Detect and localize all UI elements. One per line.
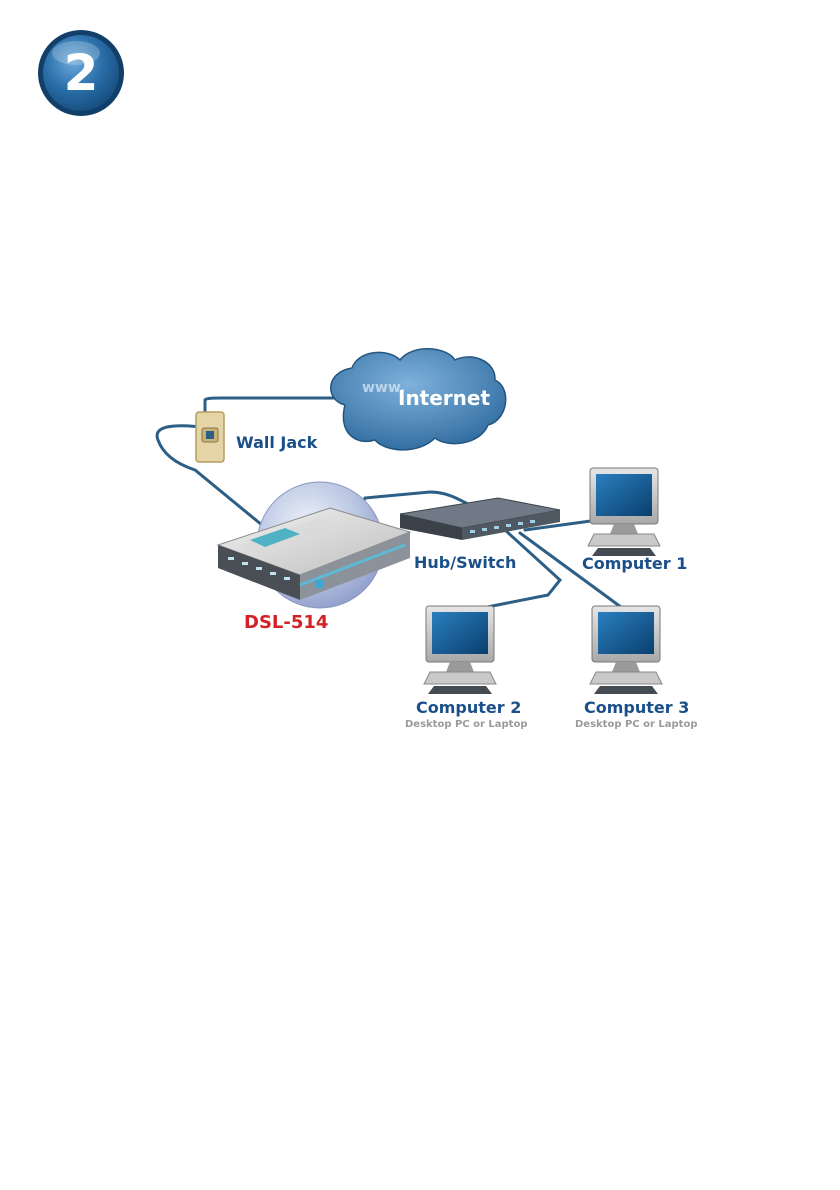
computer-3-sublabel: Desktop PC or Laptop [575, 719, 698, 730]
dsl-router-icon [218, 508, 410, 600]
computer-3-label: Computer 3 [584, 698, 689, 717]
cable-jack-to-internet [205, 398, 345, 418]
computer-3-icon [590, 606, 662, 694]
hub-switch-icon [400, 498, 560, 540]
internet-cloud: www. Internet [331, 349, 506, 450]
computer-2-sublabel: Desktop PC or Laptop [405, 719, 528, 730]
computer-1-label: Computer 1 [582, 554, 687, 573]
hub-switch-label: Hub/Switch [414, 553, 516, 572]
router-label: DSL-514 [244, 612, 328, 633]
wall-jack-icon [196, 412, 224, 462]
computer-1-icon [588, 468, 660, 556]
internet-label: Internet [398, 386, 490, 410]
computer-2-icon [424, 606, 496, 694]
computer-2-label: Computer 2 [416, 698, 521, 717]
wall-jack-label: Wall Jack [236, 433, 318, 452]
